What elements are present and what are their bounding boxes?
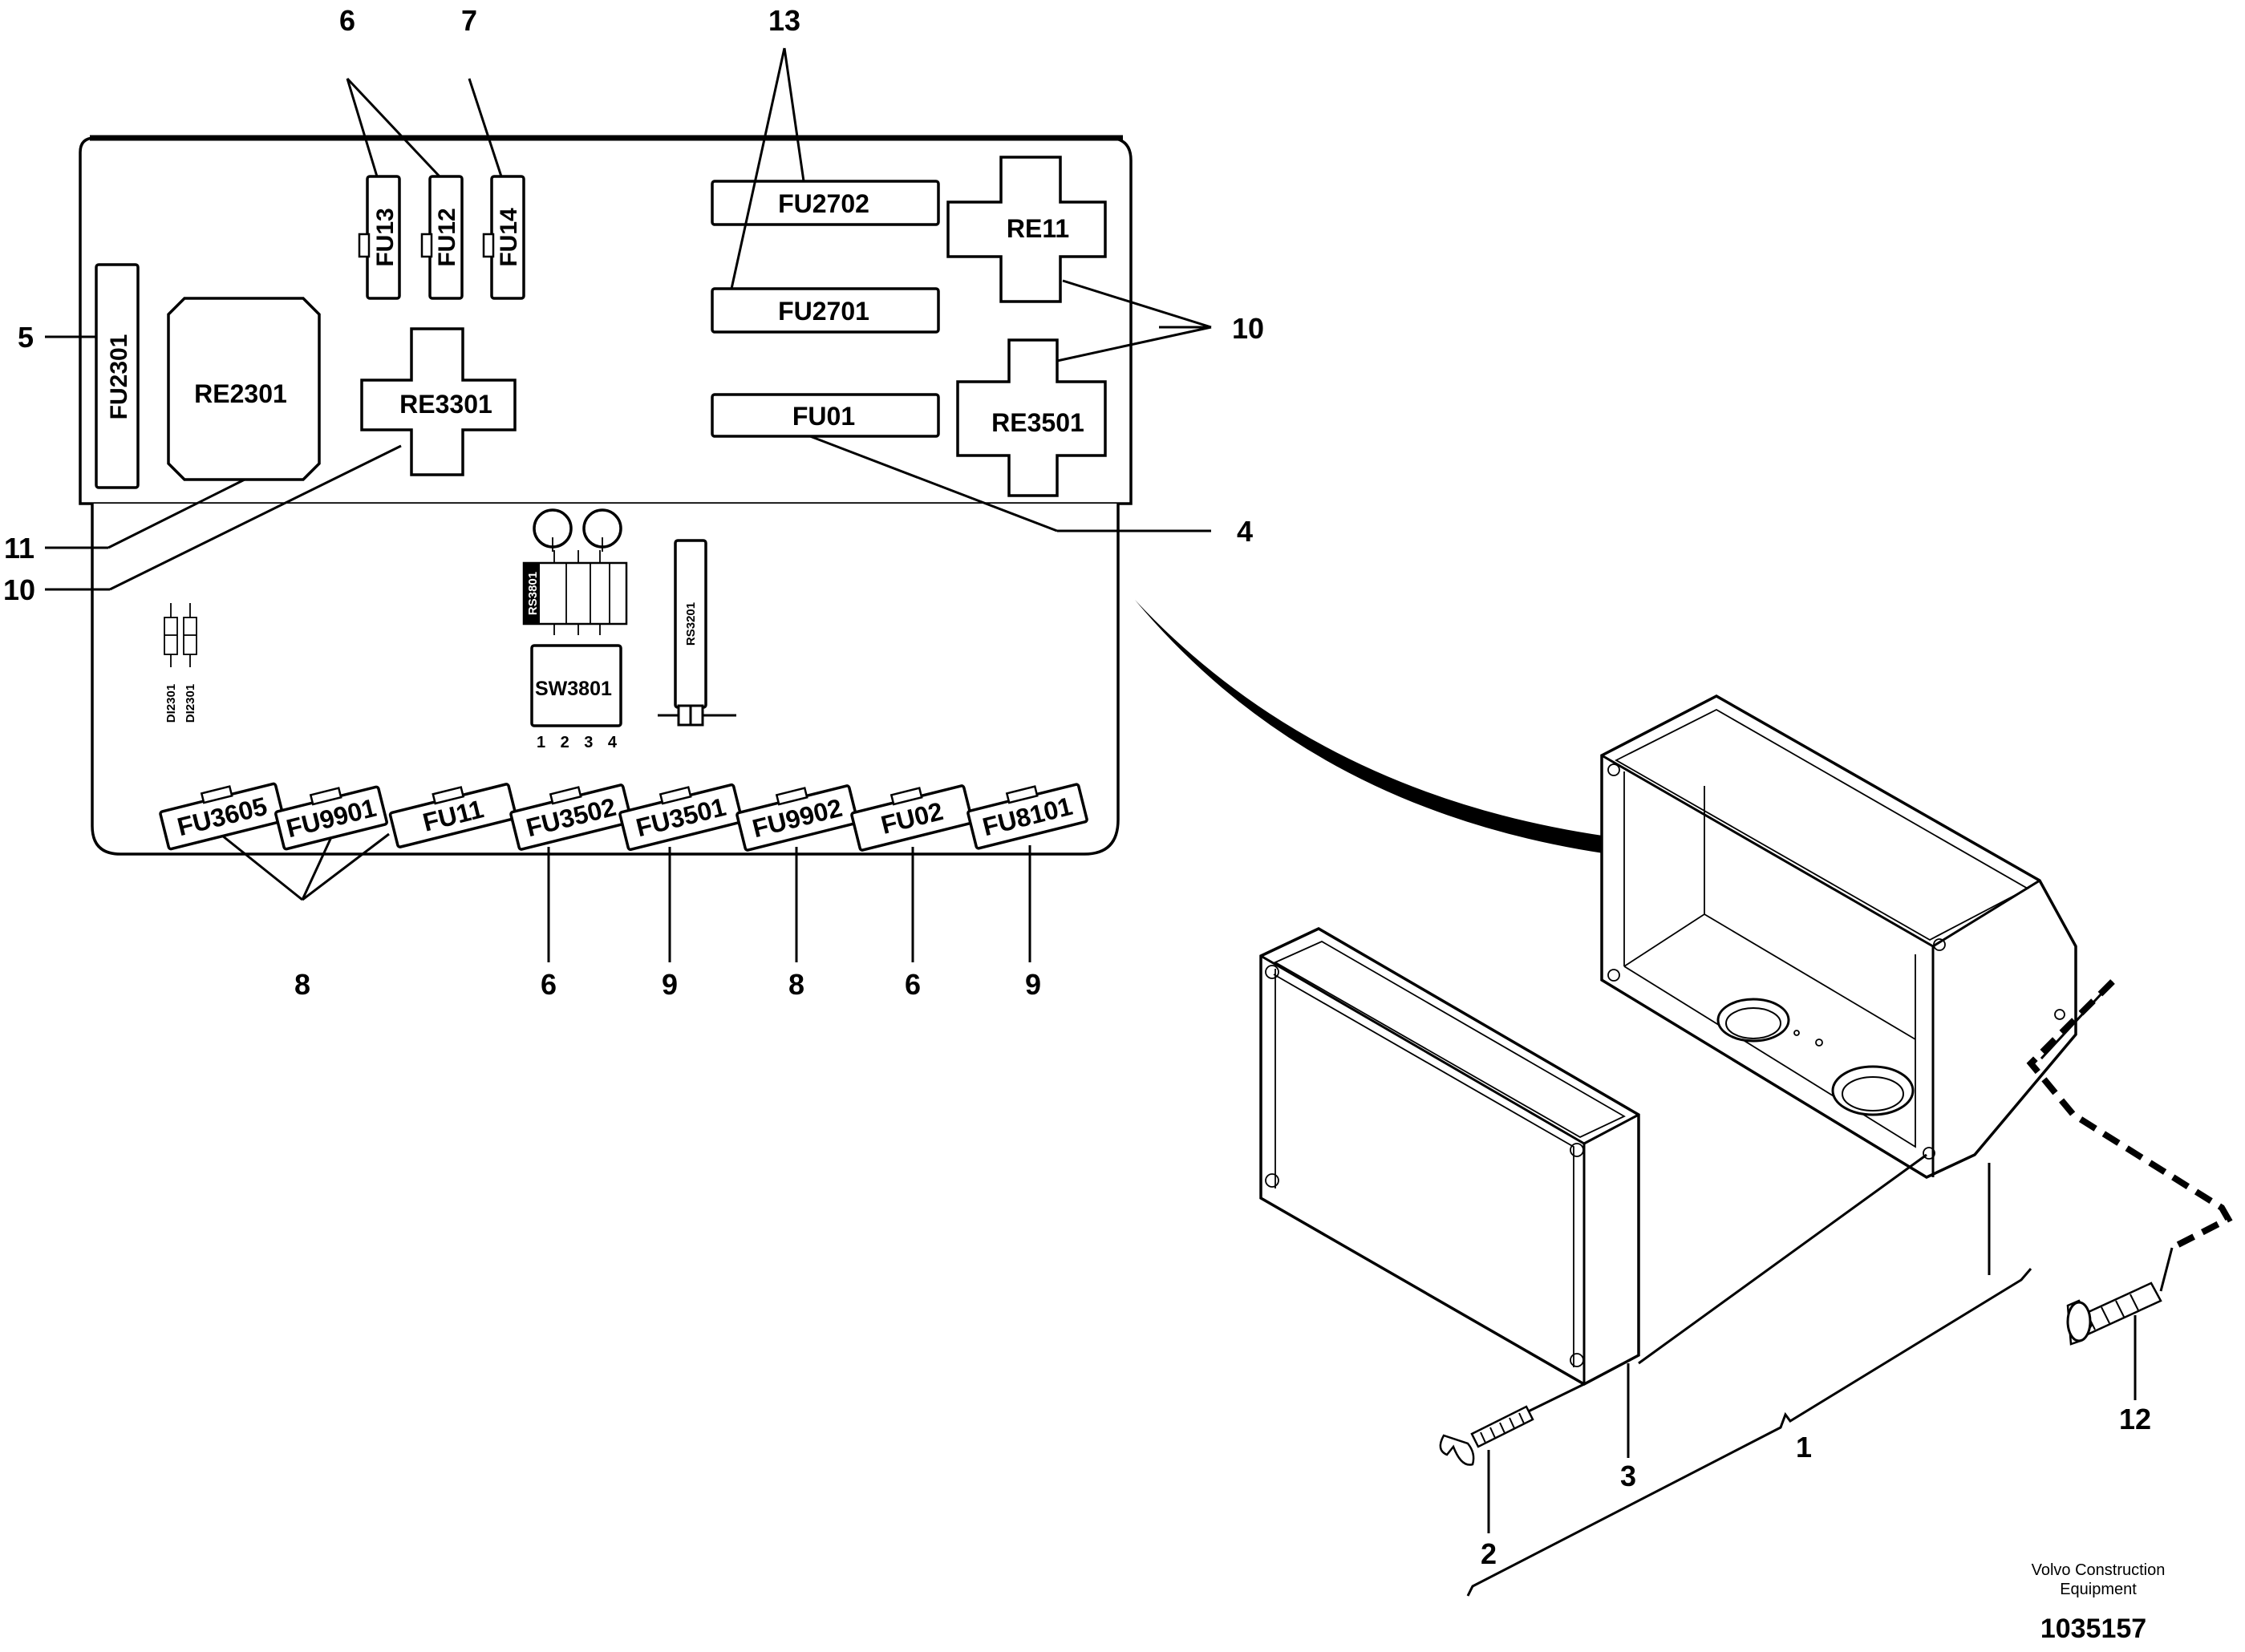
fuse-fu01: FU01 bbox=[711, 393, 940, 438]
dip-switch-sw3801: SW3801 1 2 3 4 bbox=[530, 644, 622, 751]
callout-8-left: 8 bbox=[294, 968, 310, 1001]
relay-re3501: RE3501 bbox=[956, 338, 1107, 497]
callout-7: 7 bbox=[461, 4, 477, 37]
callout-3: 3 bbox=[1620, 1460, 1636, 1492]
fuse-fu3501: FU3501 bbox=[618, 783, 744, 852]
fu2301-label: FU2301 bbox=[106, 334, 132, 420]
callout-8-right: 8 bbox=[788, 968, 804, 1001]
rs3201-label: RS3201 bbox=[684, 602, 698, 646]
callout-1: 1 bbox=[1796, 1431, 1812, 1464]
company-name-line1: Volvo Construction bbox=[2032, 1561, 2166, 1579]
company-name-line2: Equipment bbox=[2060, 1581, 2137, 1598]
assembly-lines bbox=[1466, 979, 2233, 1597]
callout-6-top: 6 bbox=[339, 4, 355, 37]
callout-4: 4 bbox=[1237, 515, 1253, 548]
resistor-network-rs3801: RS3801 bbox=[522, 550, 628, 635]
fuse-fu14: FU14 bbox=[482, 175, 525, 300]
callout-6-b: 6 bbox=[905, 968, 921, 1001]
callout-5: 5 bbox=[18, 321, 34, 354]
resistor-rs3201: RS3201 bbox=[658, 539, 736, 727]
fu14-label: FU14 bbox=[496, 208, 522, 267]
fuse-fu13: FU13 bbox=[358, 175, 401, 300]
screw-part-2 bbox=[1439, 1383, 1585, 1533]
fu12-label: FU12 bbox=[434, 208, 460, 266]
relay-re11: RE11 bbox=[946, 156, 1107, 303]
di2301-label-a: DI2301 bbox=[164, 684, 178, 723]
relay-re2301: RE2301 bbox=[167, 297, 321, 481]
callout-13: 13 bbox=[768, 4, 800, 37]
re11-label: RE11 bbox=[1007, 214, 1069, 243]
re3301-label: RE3301 bbox=[399, 390, 492, 419]
enclosure-box bbox=[1600, 694, 2077, 1179]
callout-2: 2 bbox=[1481, 1537, 1497, 1570]
re2301-label: RE2301 bbox=[194, 379, 287, 408]
rs3801-label: RS3801 bbox=[526, 572, 540, 615]
di2301-label-b: DI2301 bbox=[184, 684, 197, 723]
callout-6-a: 6 bbox=[541, 968, 557, 1001]
fu2702-label: FU2702 bbox=[778, 189, 869, 218]
diodes-di2301: DI2301 DI2301 bbox=[164, 603, 197, 723]
board-to-box-indicator bbox=[1135, 600, 1654, 860]
fuse-fu2702: FU2702 bbox=[711, 180, 940, 226]
callout-9-a: 9 bbox=[662, 968, 678, 1001]
callout-numbers: 6 7 13 5 10 4 11 10 8 6 9 8 6 9 1 2 3 12 bbox=[3, 4, 2151, 1570]
relay-re3301: RE3301 bbox=[360, 327, 517, 476]
fuse-fu12: FU12 bbox=[420, 175, 464, 300]
circuit-board: FU13 FU12 FU14 FU2301 RE2301 RE3301 bbox=[79, 135, 1133, 856]
fu01-label: FU01 bbox=[792, 402, 855, 431]
fuse-fu2701: FU2701 bbox=[711, 287, 940, 334]
drawing-number: 1035157 bbox=[2040, 1614, 2146, 1644]
re3501-label: RE3501 bbox=[991, 408, 1084, 437]
sw3801-label: SW3801 bbox=[535, 678, 612, 700]
fuse-fu2301: FU2301 bbox=[95, 263, 140, 489]
fuse-fu02: FU02 bbox=[850, 784, 974, 852]
fuse-fu9902: FU9902 bbox=[736, 784, 859, 852]
enclosure-lid bbox=[1259, 927, 1640, 1386]
callout-9-b: 9 bbox=[1025, 968, 1041, 1001]
callout-12: 12 bbox=[2119, 1403, 2151, 1435]
fu2701-label: FU2701 bbox=[778, 297, 869, 326]
bolt-part-12 bbox=[1627, 1247, 2174, 1458]
callout-11: 11 bbox=[4, 532, 34, 565]
callout-10-right: 10 bbox=[1232, 312, 1264, 345]
fu13-label: FU13 bbox=[372, 208, 399, 266]
callout-10-left: 10 bbox=[3, 573, 35, 606]
footer: Volvo Construction Equipment 1035157 bbox=[2032, 1561, 2166, 1644]
fuse-fu9901: FU9901 bbox=[274, 785, 388, 851]
leader-lines bbox=[45, 47, 1212, 962]
